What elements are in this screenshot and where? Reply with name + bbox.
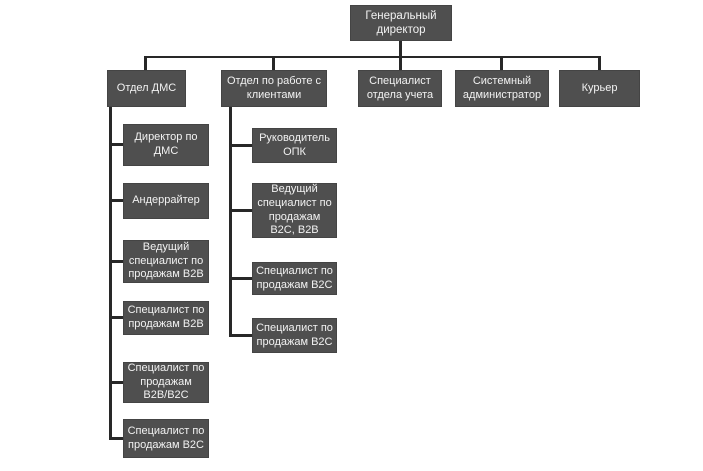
- connector-drop-accounting: [500, 56, 503, 70]
- connector-drop-client-dept: [272, 56, 275, 70]
- connector-client-stub-1: [229, 144, 252, 147]
- org-node-label: Специалист по продажам B2B/B2C: [127, 362, 205, 402]
- org-node-b2b-b2c-sales-specialist: Специалист по продажам B2B/B2C: [123, 362, 209, 403]
- org-node-label: Ведущий специалист по продажам B2C, B2B: [257, 183, 332, 237]
- org-node-system-administrator: Системный администратор: [455, 70, 549, 107]
- org-node-dms-director: Директор по ДМС: [123, 124, 209, 166]
- org-node-general-director: Генеральный директор: [350, 5, 452, 41]
- org-node-label: Отдел ДМС: [116, 81, 177, 94]
- org-node-label: Андеррайтер: [132, 194, 200, 207]
- org-node-courier: Курьер: [559, 70, 640, 107]
- org-node-b2b-sales-specialist: Специалист по продажам B2B: [123, 301, 209, 335]
- connector-client-trunk: [229, 107, 232, 337]
- org-node-lead-b2b-sales-specialist: Ведущий специалист по продажам B2B: [123, 240, 209, 283]
- org-node-b2c-sales-specialist-1: Специалист по продажам B2C: [252, 262, 337, 295]
- connector-client-stub-4: [229, 334, 252, 337]
- connector-dms-stub-1: [109, 143, 123, 146]
- org-node-label: Специалист по продажам B2B: [127, 304, 205, 330]
- org-node-label: Специалист по продажам B2C: [127, 424, 205, 451]
- connector-drop-courier: [598, 56, 601, 70]
- connector-drop-dms: [144, 56, 147, 70]
- org-node-b2c-sales-specialist-2: Специалист по продажам B2C: [252, 318, 337, 353]
- connector-dms-stub-4: [109, 316, 123, 319]
- org-node-lead-b2c-b2b-sales-specialist: Ведущий специалист по продажам B2C, B2B: [252, 183, 337, 238]
- connector-client-stub-3: [229, 277, 252, 280]
- connector-dms-stub-2: [109, 199, 123, 202]
- org-node-dms-department: Отдел ДМС: [107, 70, 186, 107]
- org-node-label: Отдел по работе с клиентами: [226, 74, 321, 101]
- connector-client-stub-2: [229, 209, 252, 212]
- org-node-label: Специалист по продажам B2C: [256, 321, 333, 348]
- org-node-accounting-specialist: Специалист отдела учета: [358, 70, 442, 107]
- org-node-label: Директор по ДМС: [134, 131, 198, 157]
- org-node-opk-head: Руководитель ОПК: [252, 128, 337, 163]
- connector-dms-stub-3: [109, 260, 123, 263]
- org-node-label: Специалист по продажам B2C: [256, 264, 333, 291]
- org-node-label: Курьер: [581, 81, 618, 94]
- org-node-label: Ведущий специалист по продажам B2B: [128, 241, 204, 281]
- org-node-label: Руководитель ОПК: [259, 131, 330, 158]
- org-node-label: Специалист отдела учета: [366, 74, 434, 101]
- org-node-b2c-sales-specialist-dms: Специалист по продажам B2C: [123, 419, 209, 458]
- connector-level2-horizontal: [144, 56, 601, 58]
- org-node-underwriter: Андеррайтер: [123, 183, 209, 219]
- org-node-label: Генеральный директор: [365, 9, 437, 36]
- connector-dms-trunk: [109, 107, 112, 440]
- connector-dms-stub-5: [109, 381, 123, 384]
- org-node-label: Системный администратор: [462, 74, 542, 101]
- connector-root-trunk: [399, 41, 402, 70]
- connector-dms-stub-6: [109, 437, 123, 440]
- org-node-client-department: Отдел по работе с клиентами: [221, 70, 327, 107]
